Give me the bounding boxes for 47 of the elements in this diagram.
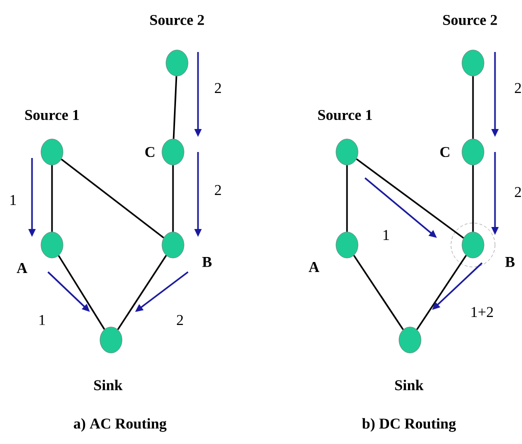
connector-line — [51, 165, 53, 232]
connector-line — [356, 158, 464, 239]
flow-value: 2 — [214, 83, 221, 93]
connector-line — [172, 76, 178, 139]
connector-line — [416, 254, 467, 330]
connector-line — [353, 254, 404, 330]
flow-value: 1+2 — [472, 307, 493, 317]
panel-caption: a) AC Routing — [74, 418, 167, 432]
graph-node — [398, 326, 422, 354]
flow-value: 2 — [514, 83, 521, 93]
graph-node — [462, 50, 484, 76]
connector-line — [117, 255, 167, 330]
node-label: A — [308, 262, 320, 272]
graph-node — [40, 232, 64, 258]
graph-node — [40, 138, 64, 166]
node-label: Source 2 — [150, 14, 204, 26]
node-label: Source 2 — [443, 14, 497, 26]
graph-node — [336, 138, 358, 166]
flow-value: 2 — [514, 187, 521, 197]
graph-node — [162, 138, 184, 166]
node-label: C — [145, 146, 154, 158]
graph-node — [336, 232, 358, 258]
graph-node — [166, 50, 188, 76]
flow-value: 1 — [384, 230, 389, 240]
node-label: B — [202, 257, 212, 267]
connector-line — [60, 158, 164, 238]
panel-caption: b) DC Routing — [362, 418, 456, 432]
connector-line — [472, 165, 474, 232]
node-label: C — [440, 146, 450, 158]
graph-node — [462, 138, 484, 166]
node-label: Sink — [395, 380, 424, 390]
node-label: Source 1 — [25, 110, 79, 120]
connector-line — [346, 165, 348, 232]
connector-line — [472, 76, 474, 139]
node-label: Sink — [94, 380, 123, 390]
node-label: Source 1 — [318, 110, 372, 120]
graph-node — [100, 326, 122, 354]
flow-value: 1 — [10, 195, 16, 205]
graph-node — [162, 232, 184, 258]
connector-line — [172, 165, 174, 232]
node-label: B — [505, 257, 515, 267]
flow-value: 2 — [214, 185, 221, 195]
flow-value: 2 — [176, 315, 183, 325]
graph-node — [462, 232, 484, 258]
flow-value: 1 — [40, 315, 45, 325]
node-label: A — [16, 263, 28, 273]
connector-line — [58, 255, 106, 330]
